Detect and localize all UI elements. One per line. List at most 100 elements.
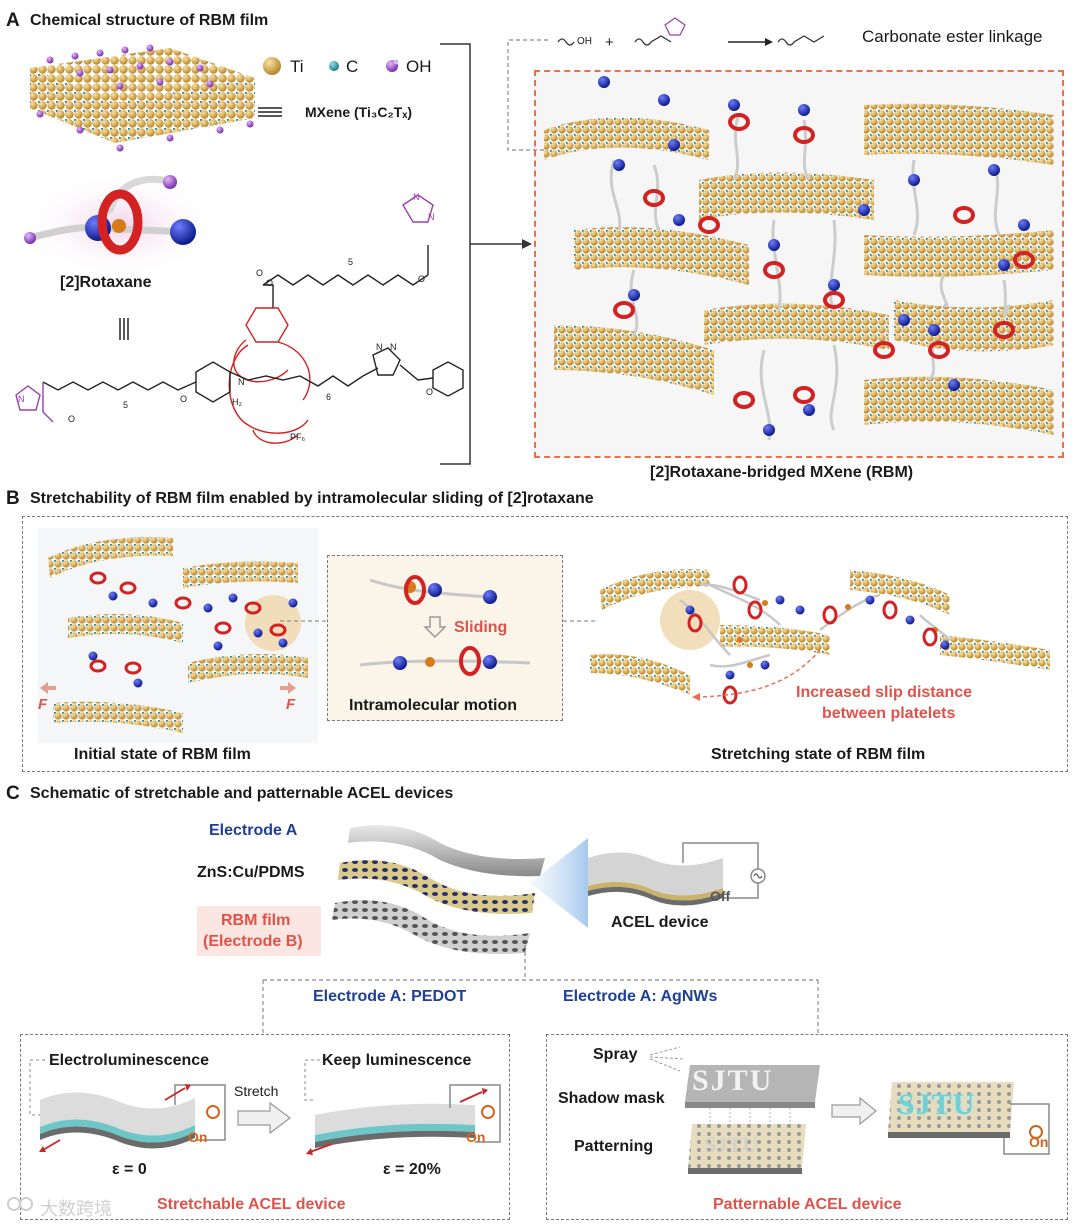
electroluminescence-label: Electroluminescence: [49, 1052, 210, 1069]
svg-text:N: N: [238, 377, 245, 387]
stretchable-box: [20, 1034, 510, 1220]
spray-dots: [709, 1108, 791, 1124]
rbm-film-label-box: [197, 906, 321, 956]
shadow-mask-text: SJTU: [692, 1064, 774, 1097]
stretchable-device-title: Stretchable ACEL device: [157, 1196, 346, 1213]
spray-label: Spray: [593, 1046, 638, 1063]
legend-oh-swatch: [386, 59, 399, 72]
reaction-connector: [507, 39, 548, 151]
reaction-label: Carbonate ester linkage: [862, 27, 1043, 46]
acel-device: [588, 842, 766, 906]
zns-label: ZnS:Cu/PDMS: [197, 864, 305, 881]
svg-text:O: O: [68, 414, 75, 424]
svg-text:N: N: [18, 394, 25, 404]
svg-text:O: O: [266, 278, 273, 288]
bracket-arrow: [440, 43, 532, 465]
inset-connectors: [280, 620, 598, 622]
svg-text:SJTU: SJTU: [704, 1132, 758, 1157]
slip-distance-label-2: between platelets: [822, 705, 956, 722]
svg-text:O: O: [256, 268, 263, 278]
patterning-label: Patterning: [574, 1138, 654, 1155]
legend-c-label: C: [346, 57, 359, 76]
device-stretched: [306, 1084, 501, 1155]
svg-text:+: +: [605, 34, 614, 51]
pattern-text: SJTU: [898, 1088, 976, 1121]
patterning-substrate: SJTU: [688, 1124, 806, 1174]
slip-distance-label-1: Increased slip distance: [796, 684, 973, 701]
spray-lines: [649, 1046, 685, 1072]
reaction-scheme: +: [557, 17, 825, 51]
equivalence-mark: [258, 107, 282, 117]
svg-text:N: N: [428, 212, 435, 222]
watermark-logo: [6, 1194, 36, 1214]
stretch-arrow-label: Stretch: [234, 1083, 279, 1099]
chem-h2: H₂: [232, 397, 242, 407]
rbm-structure: [544, 76, 1054, 441]
mxene-label: MXene (Ti₃C₂Tₓ): [305, 104, 413, 120]
on-label-1: On: [188, 1129, 208, 1145]
agnws-label: Electrode A: AgNWs: [563, 988, 718, 1005]
force-label-left: F: [38, 696, 48, 713]
svg-text:O: O: [426, 387, 433, 397]
shadow-mask: [685, 1065, 820, 1108]
pattern-arrow: [831, 1096, 877, 1126]
legend-ti-label: Ti: [290, 57, 304, 76]
keep-luminescence-label: Keep luminescence: [322, 1052, 472, 1069]
initial-state-label: Initial state of RBM film: [74, 746, 251, 763]
stretching-state-diagram: [590, 569, 1050, 705]
patternable-box: [546, 1034, 1068, 1220]
panel-b-letter: B: [6, 488, 20, 509]
sliding-inset-diagram: [359, 575, 531, 676]
svg-text:O: O: [180, 394, 187, 404]
intramolecular-motion-label: Intramolecular motion: [349, 697, 518, 714]
panel-b-title: Stretchability of RBM film enabled by in…: [30, 490, 594, 507]
epsilon-zero: ε = 0: [112, 1161, 147, 1178]
panel-c-title: Schematic of stretchable and patternable…: [30, 785, 454, 802]
rbm-film-label-2: (Electrode B): [203, 933, 303, 950]
rotaxane-label: [2]Rotaxane: [60, 274, 152, 291]
svg-text:N: N: [390, 342, 397, 352]
force-label-right: F: [286, 696, 296, 713]
rbm-label: [2]Rotaxane-bridged MXene (RBM): [650, 464, 914, 481]
panel-a-title: Chemical structure of RBM film: [30, 12, 269, 29]
panel-c-letter: C: [6, 783, 20, 804]
sliding-inset-box: [327, 555, 563, 721]
equivalence-vertical: [119, 318, 129, 340]
watermark-icon: [7, 1197, 33, 1211]
on-label-2: On: [466, 1129, 486, 1145]
legend-oh-label: OH: [406, 57, 432, 76]
watermark-text: 大数跨境: [40, 1199, 112, 1220]
sliding-label: Sliding: [454, 619, 508, 636]
epsilon-twenty: ε = 20%: [383, 1161, 441, 1178]
tree-connector: [262, 945, 819, 1033]
svg-text:O: O: [418, 274, 425, 284]
projection-beam: [530, 838, 588, 928]
exploded-layers: [332, 825, 545, 954]
off-label: Off: [710, 888, 731, 904]
stretch-arrow: [237, 1101, 291, 1135]
electrode-a-label: Electrode A: [209, 822, 298, 839]
svg-text:N: N: [376, 342, 383, 352]
patternable-device-title: Patternable ACEL device: [713, 1196, 902, 1213]
chem-sub-6: 6: [326, 392, 331, 402]
pedot-label: Electrode A: PEDOT: [313, 988, 467, 1005]
svg-text:N: N: [413, 192, 420, 202]
shadow-mask-label: Shadow mask: [558, 1090, 665, 1107]
on-label-3: On: [1029, 1134, 1049, 1150]
rbm-film-label-1: RBM film: [221, 912, 291, 929]
acel-device-label: ACEL device: [611, 914, 709, 931]
legend-ti-swatch: [263, 57, 281, 75]
chem-pf6: PF₆: [290, 432, 306, 442]
chem-sub-5a: 5: [348, 257, 353, 267]
chem-sub-5b: 5: [123, 400, 128, 410]
panel-b-box: [22, 516, 1068, 772]
mxene-block: [30, 44, 255, 152]
legend-c-swatch: [329, 61, 339, 71]
stretching-state-label: Stretching state of RBM film: [711, 746, 926, 763]
panel-a-letter: A: [6, 10, 20, 31]
initial-state-diagram: [38, 528, 318, 743]
patterned-device: [888, 1082, 1050, 1155]
rotaxane-model: [20, 170, 220, 280]
device-unstretched: [39, 1084, 226, 1152]
